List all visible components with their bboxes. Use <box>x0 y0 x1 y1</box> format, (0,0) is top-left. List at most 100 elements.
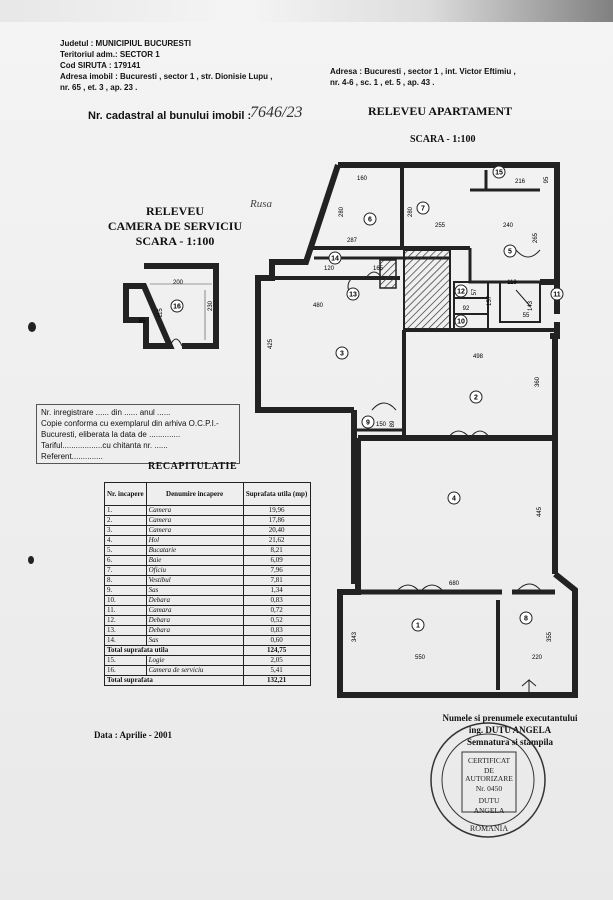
dimension-label: 160 <box>357 176 368 182</box>
header-line-address-2: nr. 65 , et. 3 , ap. 23 . <box>60 83 138 92</box>
room-number-16: 16 <box>173 304 181 311</box>
room-number-15: 15 <box>495 170 503 177</box>
scan-edge-shadow <box>0 0 613 22</box>
dimension-label: 255 <box>435 223 446 229</box>
dimension-label: 65 <box>139 319 146 325</box>
dimension-label: 480 <box>313 303 324 309</box>
seal-text: CERTIFICAT DE AUTORIZARE Nr. 0450 DUTU A… <box>465 756 513 833</box>
header-right-address: Adresa : Bucuresti , sector 1 , int. Vic… <box>330 67 516 76</box>
dimension-label: 115 <box>158 308 164 318</box>
table-total-row: Total suprafata 132,21 <box>104 675 311 686</box>
table-header-row: Nr. incapere Denumire incapere Suprafata… <box>104 482 311 506</box>
room-number-6: 6 <box>368 217 372 224</box>
room-number-5: 5 <box>508 249 512 256</box>
room-number-13: 13 <box>349 292 357 299</box>
room-marker-circle <box>335 346 349 360</box>
cadastral-number: 7646/23 <box>250 104 303 121</box>
dimension-label: 150 <box>376 422 387 428</box>
dimension-label: 360 <box>535 376 541 387</box>
room-number-1: 1 <box>416 623 420 630</box>
header-line-siruta: Cod SIRUTA : 179141 <box>60 61 141 70</box>
room-marker-circle <box>416 201 430 215</box>
executant-block: Numele si prenumele executantului ing. D… <box>420 712 600 748</box>
cadastral-label: Nr. cadastral al bunului imobil : <box>88 110 252 122</box>
seal-ring-text: ROMANIA <box>470 824 508 833</box>
seal-line-6: ANGELA <box>474 806 505 815</box>
dimension-label: 280 <box>408 206 414 217</box>
stamp-line-2: Copie conforma cu exemplarul din arhiva … <box>41 419 219 428</box>
room-number-3: 3 <box>340 351 344 358</box>
dimension-label: 287 <box>347 238 358 244</box>
dimension-label: 143 <box>528 300 534 311</box>
handwritten-note: Rusa <box>250 198 272 210</box>
dimension-label: 425 <box>268 338 274 349</box>
pantry-block <box>499 281 541 323</box>
room-marker-circle <box>550 287 564 301</box>
certification-seal <box>430 722 546 838</box>
seal-line-1: CERTIFICAT <box>468 756 510 765</box>
stamp-line-4: Tariful..................cu chitanta nr.… <box>41 441 168 450</box>
header-line-county: Judetul : MUNICIPIUL BUCURESTI <box>60 39 191 48</box>
room-marker-circle <box>170 299 184 313</box>
executant-name: ing. DUTU ANGELA <box>468 725 552 735</box>
dimension-label: 216 <box>515 179 526 185</box>
total-value: 132,21 <box>242 675 311 686</box>
dimension-label: 55 <box>523 313 530 319</box>
executant-line-1: Numele si prenumele executantului <box>442 713 578 723</box>
header-line-address: Adresa imobil : Bucuresti , sector 1 , s… <box>60 72 273 81</box>
dimension-label: 95 <box>544 176 550 183</box>
room-marker-circle <box>469 390 483 404</box>
dimension-label: 240 <box>503 223 514 229</box>
dimension-label: 230 <box>208 300 214 311</box>
closet-block <box>453 281 489 331</box>
service-room-title: RELEVEU CAMERA DE SERVICIU SCARA - 1:100 <box>100 204 250 249</box>
service-room-scale: SCARA - 1:100 <box>135 234 215 248</box>
service-room-plan <box>123 263 219 349</box>
dimension-label: 165 <box>373 266 384 272</box>
room-marker-circle <box>492 165 506 179</box>
seal-line-5: DUTU <box>479 796 500 805</box>
seal-line-4: Nr. 0450 <box>476 784 503 793</box>
dimension-label: 220 <box>532 655 543 661</box>
dimension-label: 343 <box>352 631 358 642</box>
dimension-label: 157 <box>487 295 493 306</box>
room-number-11: 11 <box>553 292 561 299</box>
room-marker-circle <box>454 314 468 328</box>
header-right-address-2: nr. 4-6 , sc. 1 , et. 5 , ap. 43 . <box>330 78 435 87</box>
dimension-label: 89 <box>390 420 396 427</box>
room-marker-circle <box>363 212 377 226</box>
document-date: Data : Aprilie - 2001 <box>94 730 172 740</box>
room-number-4: 4 <box>452 496 456 503</box>
dimension-label: 92 <box>463 306 470 312</box>
room-marker-circle <box>411 618 425 632</box>
dimension-label: 550 <box>415 655 426 661</box>
room-marker-circle <box>454 284 468 298</box>
seal-line-2: DE <box>484 766 494 775</box>
service-room-title-1: RELEVEU <box>145 204 204 218</box>
dimension-label: 120 <box>324 266 335 272</box>
room-marker-circle <box>346 287 360 301</box>
seal-line-3: AUTORIZARE <box>465 774 513 783</box>
dimension-label: 680 <box>449 581 460 587</box>
col-header-name: Denumire incapere <box>145 482 244 506</box>
dimension-label: 280 <box>339 206 345 217</box>
room-marker-circle <box>503 244 517 258</box>
dimension-label: 445 <box>537 506 543 517</box>
room-marker-circle <box>328 251 342 265</box>
dimension-label: 118 <box>507 280 517 286</box>
room-marker-circle <box>519 611 533 625</box>
door-swings <box>347 249 543 694</box>
service-room-title-2: CAMERA DE SERVICIU <box>107 219 243 233</box>
dimension-label: 498 <box>473 354 484 360</box>
room-marker-circle <box>447 491 461 505</box>
room-number-12: 12 <box>457 289 465 296</box>
dimension-label: 265 <box>533 232 539 243</box>
recap-title: RECAPITULATIE <box>148 461 238 472</box>
property-header-right: Adresa : Bucuresti , sector 1 , int. Vic… <box>330 66 516 88</box>
header-line-territory: Teritoriul adm.: SECTOR 1 <box>60 50 160 59</box>
punch-hole-mark <box>28 556 34 564</box>
